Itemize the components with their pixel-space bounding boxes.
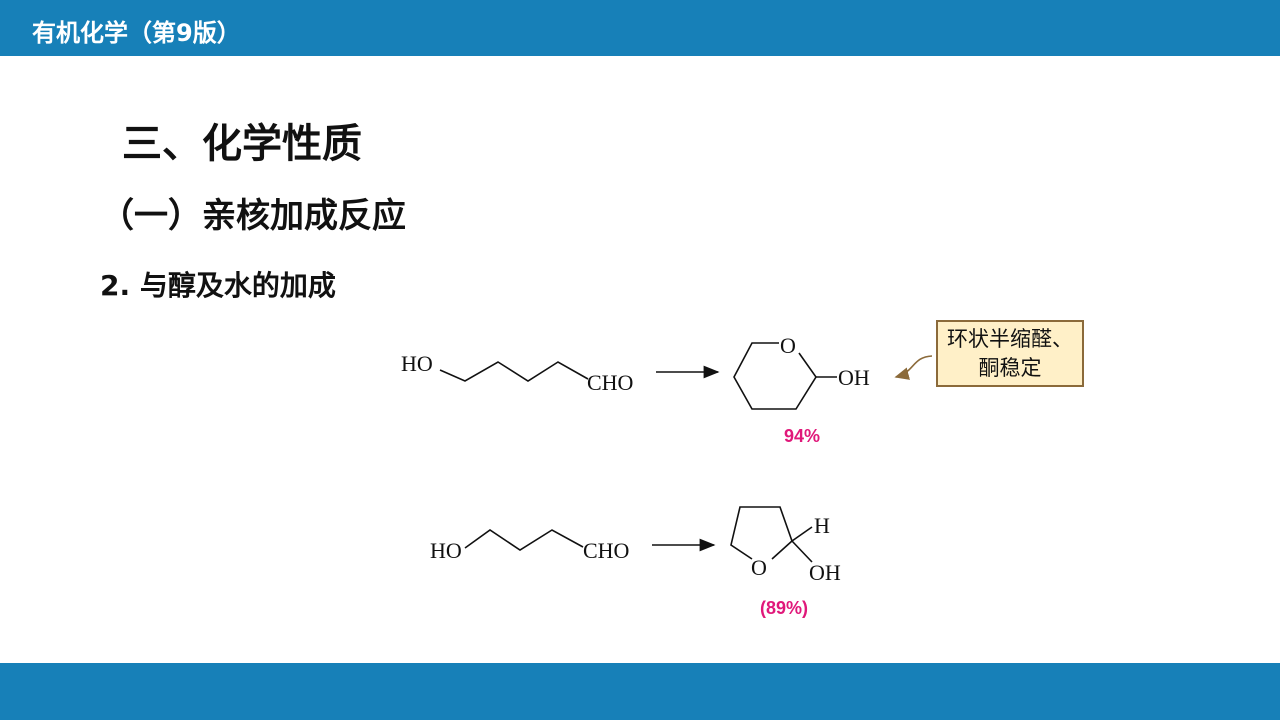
r2-oh-bond <box>791 540 813 563</box>
note-pointer-arrow <box>894 355 933 380</box>
r1-yield: 94% <box>784 426 820 446</box>
r1-oh-label: OH <box>838 365 870 390</box>
section-subtitle: （一）亲核加成反应 <box>100 196 406 236</box>
annotation-line-1: 环状半缩醛、 <box>947 327 1073 351</box>
header-bar: 有机化学（第9版） <box>0 0 1280 56</box>
annotation-line-2: 酮稳定 <box>978 356 1042 380</box>
annotation-box: 环状半缩醛、 酮稳定 <box>936 320 1084 387</box>
r1-reactant-chain <box>439 361 589 382</box>
r2-ho-label: HO <box>430 538 462 563</box>
r2-oh-label: OH <box>809 560 841 585</box>
course-title: 有机化学（第9版） <box>32 19 241 47</box>
r2-ring-oxygen: O <box>751 555 767 580</box>
r1-cho-label: CHO <box>587 370 633 395</box>
r2-yield: (89%) <box>760 598 808 618</box>
r2-h-bond <box>791 526 813 542</box>
reaction-1: HO CHO O OH 94% <box>401 333 933 446</box>
r1-pyranose-ring <box>733 342 817 410</box>
r2-h-label: H <box>814 513 830 538</box>
r1-ho-label: HO <box>401 351 433 376</box>
topic-heading: 2. 与醇及水的加成 <box>100 269 336 302</box>
reaction-2: HO CHO O H OH (89%) <box>430 506 841 618</box>
r1-ring-oxygen: O <box>780 333 796 358</box>
r2-furanose-ring <box>730 506 793 560</box>
footer-bar <box>0 663 1280 720</box>
r2-cho-label: CHO <box>583 538 629 563</box>
section-title: 三、化学性质 <box>122 121 362 167</box>
r2-reactant-chain <box>464 529 584 551</box>
